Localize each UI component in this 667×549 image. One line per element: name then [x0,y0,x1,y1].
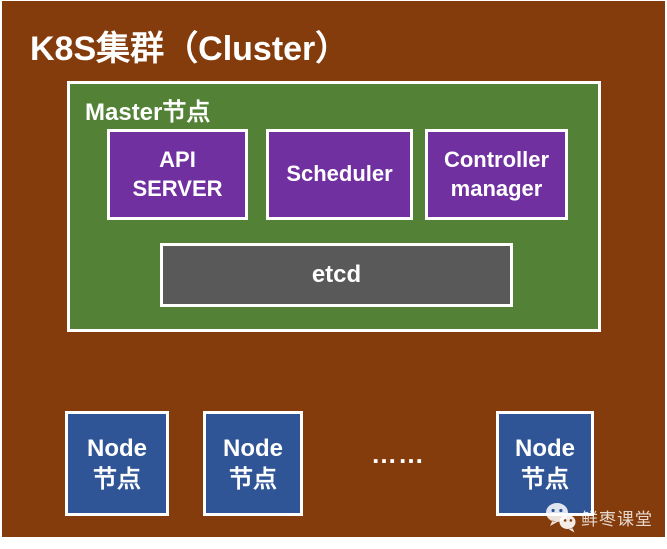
component-label-api-server: API SERVER [132,146,223,201]
node-label-en: Node [87,434,147,462]
node-label-zh: 节点 [93,465,141,493]
node-label-zh: 节点 [521,465,569,493]
node-box-2: Node 节点 [203,411,303,516]
node-box-3: Node 节点 [496,411,594,516]
watermark-label: 鲜枣课堂 [581,510,653,529]
master-node-box: Master节点 API SERVER Scheduler Controller… [67,81,601,332]
node-label-en: Node [515,434,575,462]
master-node-label: Master节点 [85,99,211,126]
component-box-api-server: API SERVER [107,129,248,220]
node-label-zh: 节点 [229,465,277,493]
cluster-box: K8S集群（Cluster） Master节点 API SERVER Sched… [2,1,665,537]
etcd-box: etcd [160,243,513,307]
node-box-1: Node 节点 [65,411,169,516]
etcd-label: etcd [311,261,362,288]
component-box-scheduler: Scheduler [266,129,413,220]
wechat-icon [546,503,576,533]
component-label-scheduler: Scheduler [286,161,393,187]
cluster-title: K8S集群（Cluster） [30,30,350,68]
watermark: 鲜枣课堂 [545,502,653,533]
component-label-controller-manager: Controller manager [443,146,550,201]
more-nodes-ellipsis: …… [371,439,425,469]
node-label-en: Node [223,434,283,462]
component-box-controller-manager: Controller manager [425,129,568,220]
